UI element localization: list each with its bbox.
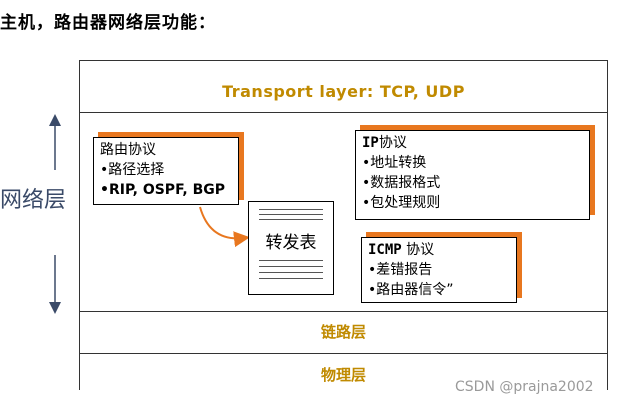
table-line [259, 209, 323, 210]
divider-link [79, 353, 608, 354]
icmp-item: •差错报告 [368, 262, 433, 278]
routing-item: •路径选择 [100, 162, 165, 178]
icmp-item: •路由器信令” [368, 282, 454, 298]
ip-title-suffix: 协议 [378, 135, 407, 151]
divider-network [79, 311, 608, 312]
ip-item: •包处理规则 [362, 195, 441, 211]
ip-protocol-box: IP协议 •地址转换 •数据报格式 •包处理规则 [355, 130, 590, 220]
table-line [259, 214, 323, 215]
table-line [259, 272, 323, 273]
forwarding-table-label: 转发表 [265, 233, 317, 253]
table-line [259, 278, 323, 279]
link-layer-label: 链路层 [320, 323, 366, 341]
page-title: 主机，路由器网络层功能： [0, 13, 216, 33]
routing-protocol-box: 路由协议 •路径选择 •RIP, OSPF, BGP [93, 137, 239, 205]
routing-box-title: 路由协议 [100, 142, 156, 158]
icmp-protocol-box: ICMP 协议 •差错报告 •路由器信令” [361, 237, 517, 303]
table-line [259, 266, 323, 267]
icmp-title-prefix: ICMP [368, 242, 402, 258]
icmp-box-title: ICMP 协议 [368, 240, 510, 260]
table-line [259, 219, 323, 220]
divider-transport [79, 112, 608, 113]
ip-item: •地址转换 [362, 155, 427, 171]
ip-item: •数据报格式 [362, 175, 441, 191]
icmp-title-suffix: 协议 [401, 242, 435, 258]
ip-box-title: IP协议 [362, 133, 583, 153]
protocol-stack-frame [79, 60, 608, 390]
table-line [259, 260, 323, 261]
routing-item: •RIP, OSPF, BGP [100, 182, 225, 198]
routing-to-table-arrow [199, 206, 250, 248]
transport-layer-label: Transport layer: TCP, UDP [222, 82, 465, 101]
forwarding-table: 转发表 [248, 201, 334, 295]
watermark: CSDN @prajna2002 [455, 379, 594, 395]
network-layer-label: 网络层 [0, 188, 67, 213]
ip-title-prefix: IP [362, 135, 379, 151]
physical-layer-label: 物理层 [320, 366, 366, 384]
